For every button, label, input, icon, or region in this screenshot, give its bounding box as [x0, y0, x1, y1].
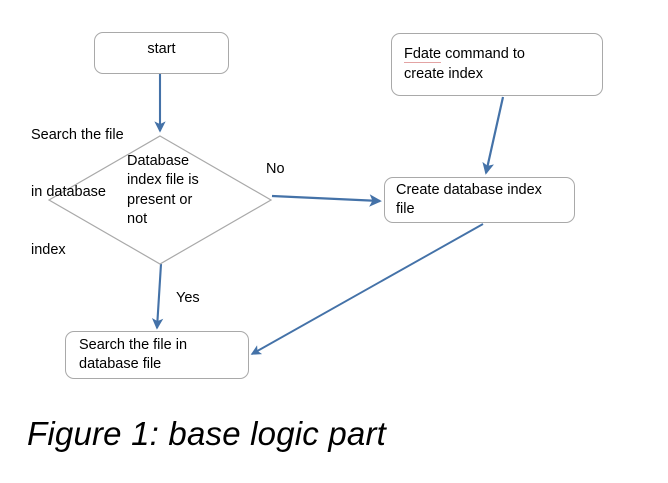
figure-caption: Figure 1: base logic part: [27, 415, 387, 452]
annotation-line-2: in database: [31, 184, 106, 201]
node-fdate-command[interactable]: Fdate command to create index: [391, 33, 603, 96]
edge-label-yes: Yes: [176, 290, 200, 306]
node-decision-text: Database index file is present or not: [127, 152, 257, 229]
node-decision-line-3: present or: [127, 191, 193, 208]
node-fdate-line-1: Fdate command to: [404, 45, 594, 64]
node-decision-line-1: Database: [127, 153, 190, 169]
annotation-line-1: Search the file: [31, 126, 124, 143]
node-create-line-1: Create database index: [396, 181, 542, 198]
edge-decision-to-create: [271, 194, 382, 207]
annotation-search-file-in-database-index: Search the file in database index: [31, 87, 124, 299]
node-decision[interactable]: Database index file is present or not: [48, 135, 272, 265]
node-fdate-line-1-rest: command to: [441, 46, 525, 63]
edge-label-no: No: [266, 161, 285, 177]
edge-create-to-search: [250, 223, 484, 355]
node-search-file-line-1: Search the file in: [79, 336, 188, 353]
edge-fdate-to-create: [482, 96, 505, 175]
node-create-database-index-file[interactable]: Create database index file: [384, 177, 575, 223]
node-search-database-file[interactable]: Search the file in database file: [65, 331, 249, 379]
misspelled-word-fdate: Fdate: [404, 46, 442, 64]
node-decision-line-2: index file is: [127, 172, 199, 189]
node-fdate-line-2: create index: [404, 65, 483, 82]
node-start[interactable]: start: [94, 32, 229, 74]
node-search-file-line-2: database file: [79, 356, 162, 372]
node-decision-line-4: not: [127, 210, 148, 227]
node-start-label: start: [147, 41, 176, 57]
edge-decision-to-search: [151, 263, 164, 330]
annotation-line-3: index: [31, 242, 66, 259]
node-create-line-2: file: [396, 201, 415, 217]
